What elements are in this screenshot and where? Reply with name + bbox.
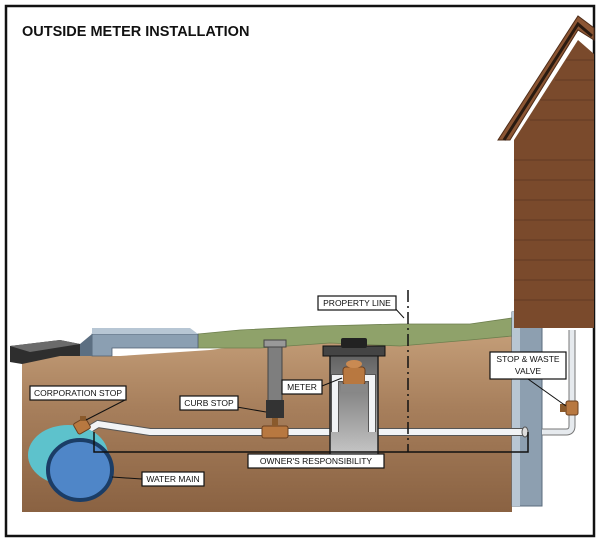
meter-pit [322, 338, 386, 459]
svg-text:CURB STOP: CURB STOP [184, 398, 234, 408]
svg-text:VALVE: VALVE [515, 366, 541, 376]
water-main [28, 425, 114, 502]
roof-trim [502, 21, 593, 141]
house-siding [514, 59, 594, 301]
label-property-line: PROPERTY LINE [317, 295, 397, 311]
label-corporation-stop: CORPORATION STOP [29, 385, 127, 401]
label-curb-stop: CURB STOP [179, 395, 239, 411]
interior-pipe-fill [542, 330, 575, 435]
label-meter: METER [281, 379, 323, 395]
house-wall [514, 40, 594, 328]
svg-text:OWNER'S RESPONSIBILITY: OWNER'S RESPONSIBILITY [260, 456, 372, 466]
label-stop-waste-valve: STOP & WASTE VALVE [489, 351, 567, 380]
curb-face [80, 334, 92, 356]
corporation-stop [73, 416, 91, 435]
sidewalk-top [92, 328, 198, 334]
label-water-main: WATER MAIN [141, 471, 205, 487]
svg-text:PROPERTY LINE: PROPERTY LINE [323, 298, 391, 308]
stop-waste-valve [560, 400, 579, 416]
owners-responsibility-bracket [93, 432, 529, 453]
svg-text:STOP & WASTE: STOP & WASTE [496, 354, 559, 364]
diagram-title: OUTSIDE METER INSTALLATION [22, 24, 249, 40]
svg-text:WATER MAIN: WATER MAIN [146, 474, 199, 484]
curb-stop-assembly [261, 339, 289, 439]
svg-text:CORPORATION STOP: CORPORATION STOP [34, 388, 122, 398]
svg-text:METER: METER [287, 382, 317, 392]
label-owners-responsibility: OWNER'S RESPONSIBILITY [247, 453, 385, 469]
road-surface [10, 340, 80, 352]
foundation-edge [512, 312, 520, 506]
